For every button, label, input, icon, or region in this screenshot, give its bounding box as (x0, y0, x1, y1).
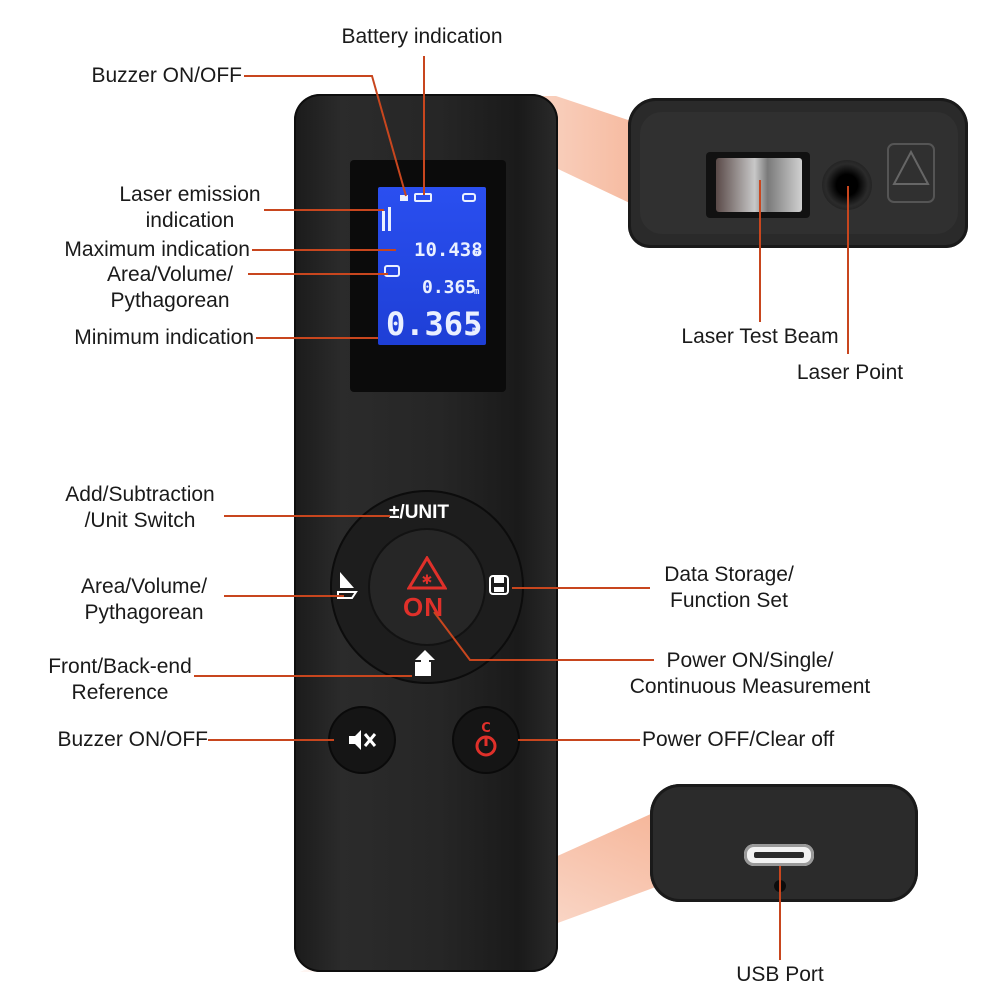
label-power-on-line2: Continuous Measurement (629, 675, 871, 698)
laser-warning-decal-icon (887, 143, 935, 203)
label-data-storage: Data Storage/ Function Set (644, 562, 814, 614)
min-unit: m (474, 287, 480, 297)
label-add-subtraction-line2: /Unit Switch (84, 509, 196, 532)
max-unit: m (474, 249, 480, 259)
label-buzzer-top: Buzzer ON/OFF (91, 64, 242, 87)
storage-status-icon (462, 193, 476, 202)
label-laser-point: Laser Point (796, 361, 904, 384)
bottom-hole (774, 880, 786, 892)
label-area-volume-top-line2: Pythagorean (110, 289, 230, 312)
label-front-back: Front/Back-end Reference (40, 654, 200, 706)
label-area-volume-bottom-line1: Area/Volume/ (80, 575, 208, 598)
label-front-back-line1: Front/Back-end (48, 655, 192, 678)
label-data-storage-line2: Function Set (670, 589, 788, 612)
lcd-display: 10.438 m 0.365 m 0.365 m (378, 187, 486, 345)
area-volume-icon (384, 265, 400, 277)
label-maximum-indication: Maximum indication (64, 238, 250, 261)
data-storage-button[interactable] (488, 574, 512, 598)
label-data-storage-line1: Data Storage/ (664, 563, 794, 586)
laser-test-beam-element (716, 158, 802, 212)
battery-icon (414, 193, 432, 202)
label-laser-emission-line2: indication (145, 209, 235, 232)
label-battery-indication: Battery indication (341, 25, 503, 48)
label-power-off: Power OFF/Clear off (642, 728, 835, 751)
laser-emission-icon (382, 211, 385, 231)
label-laser-emission: Laser emission indication (100, 182, 280, 234)
label-add-subtraction: Add/Subtraction /Unit Switch (40, 482, 240, 534)
power-clear-icon: C (475, 721, 497, 757)
label-area-volume-top: Area/Volume/ Pythagorean (90, 262, 250, 314)
front-back-reference-button[interactable] (411, 650, 437, 678)
usb-port-slot (754, 852, 804, 858)
label-laser-test-beam: Laser Test Beam (681, 325, 839, 348)
laser-warning-icon: ✱ (407, 556, 447, 590)
label-area-volume-top-line1: Area/Volume/ (106, 263, 234, 286)
laser-point-lens (822, 160, 872, 210)
min-value: 0.365 (422, 277, 477, 298)
area-volume-button[interactable] (334, 570, 364, 600)
label-power-on-line1: Power ON/Single/ (666, 649, 834, 672)
label-power-on: Power ON/Single/ Continuous Measurement (612, 648, 888, 700)
buzzer-button[interactable] (330, 708, 394, 772)
label-front-back-line2: Reference (71, 681, 169, 704)
buzzer-status-icon (400, 195, 408, 201)
label-buzzer-bottom: Buzzer ON/OFF (57, 728, 208, 751)
max-value: 10.438 (414, 239, 483, 261)
label-area-volume-bottom-line2: Pythagorean (84, 601, 204, 624)
svg-text:✱: ✱ (422, 573, 433, 588)
laser-emission-icon-bar (388, 207, 391, 231)
svg-text:C: C (481, 721, 491, 736)
label-add-subtraction-line1: Add/Subtraction (65, 483, 215, 506)
mute-icon (349, 730, 377, 750)
on-label: ON (403, 592, 444, 622)
main-unit: m (472, 325, 479, 336)
label-minimum-indication: Minimum indication (74, 326, 254, 349)
label-area-volume-bottom: Area/Volume/ Pythagorean (64, 574, 224, 626)
main-value: 0.365 (386, 305, 483, 343)
unit-switch-button[interactable]: ±/UNIT (389, 502, 450, 523)
label-usb-port: USB Port (736, 963, 824, 986)
label-laser-emission-line1: Laser emission (119, 183, 261, 206)
